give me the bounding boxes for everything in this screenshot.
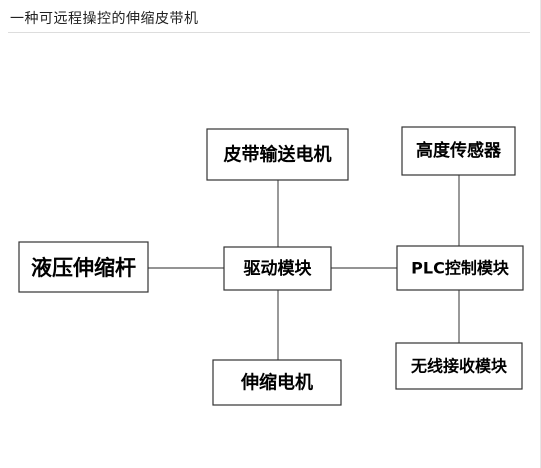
- box-belt-motor: 皮带输送电机: [206, 128, 349, 181]
- box-plc-module: PLC控制模块: [396, 245, 524, 291]
- title-divider: [8, 32, 530, 33]
- box-drive-module: 驱动模块: [223, 246, 332, 291]
- box-wireless-module: 无线接收模块: [395, 342, 523, 390]
- box-height-sensor: 高度传感器: [401, 126, 516, 176]
- box-wireless-module-label: 无线接收模块: [410, 357, 508, 376]
- box-telescopic-motor-label: 伸缩电机: [240, 372, 313, 394]
- box-belt-motor-label: 皮带输送电机: [224, 144, 332, 166]
- page-title: 一种可远程操控的伸缩皮带机: [10, 11, 199, 27]
- box-plc-module-label: PLC控制模块: [411, 259, 510, 278]
- box-hydraulic-rod-label: 液压伸缩杆: [31, 256, 136, 280]
- box-drive-module-label: 驱动模块: [244, 258, 313, 279]
- box-height-sensor-label: 高度传感器: [416, 140, 502, 161]
- box-telescopic-motor: 伸缩电机: [212, 359, 342, 406]
- box-hydraulic-rod: 液压伸缩杆: [18, 241, 149, 293]
